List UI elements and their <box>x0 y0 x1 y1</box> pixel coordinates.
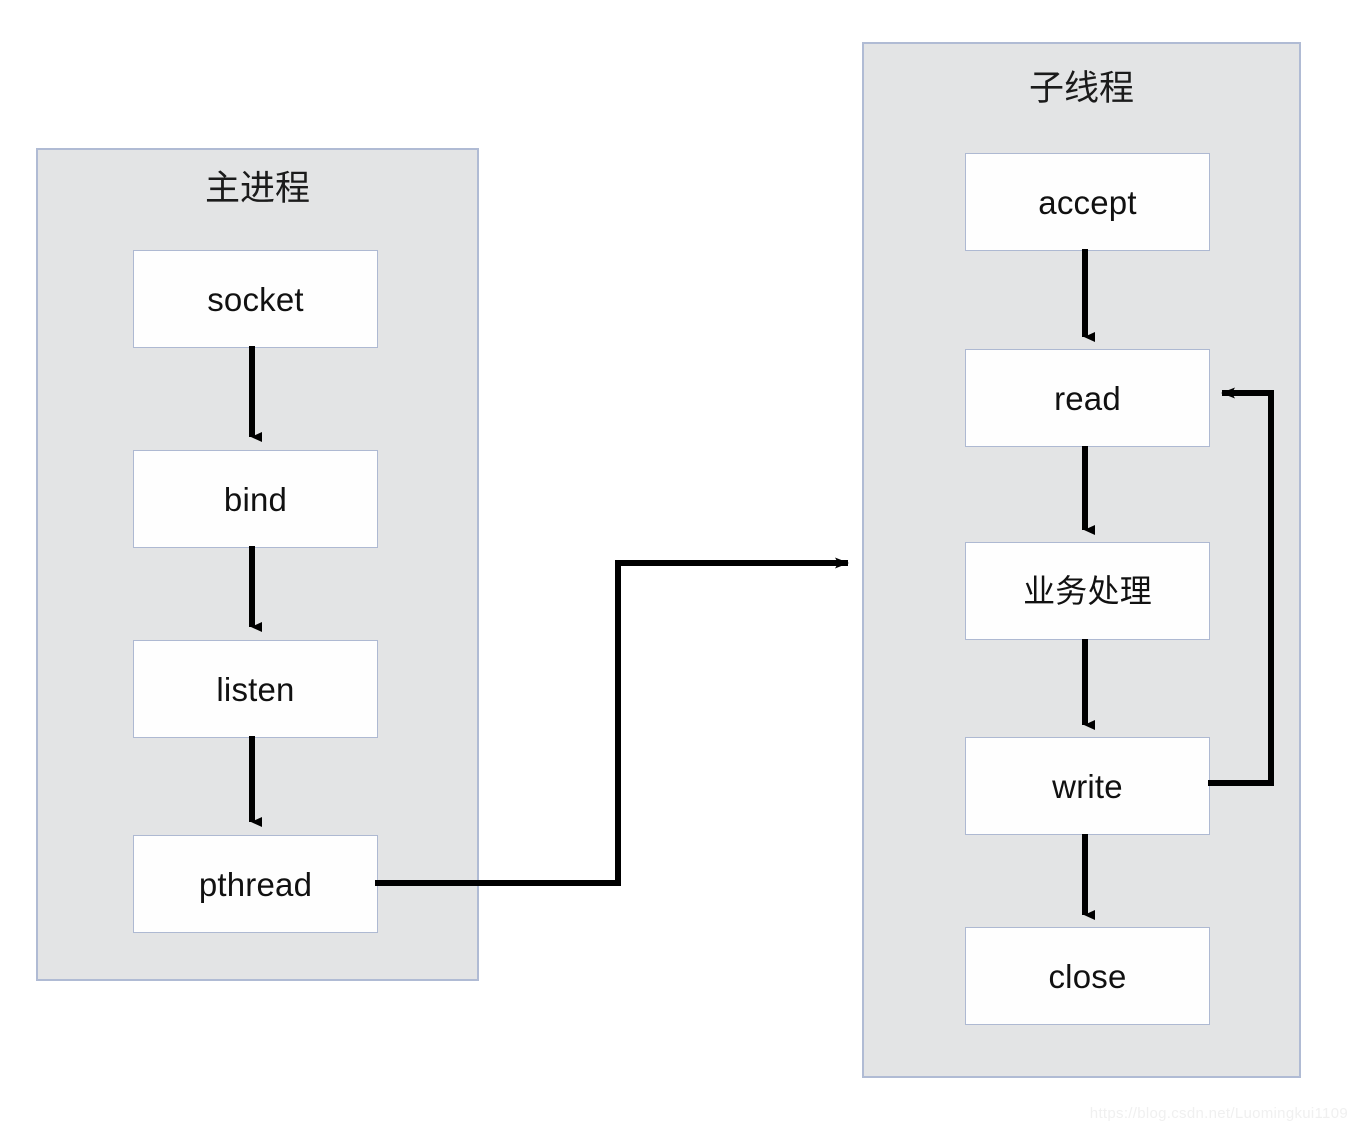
node-listen[interactable]: listen <box>133 640 378 738</box>
node-pthread[interactable]: pthread <box>133 835 378 933</box>
watermark: https://blog.csdn.net/Luomingkui1109 <box>1089 1105 1348 1122</box>
panel-main-process-title: 主进程 <box>204 169 310 209</box>
node-accept[interactable]: accept <box>965 153 1210 251</box>
panel-child-thread-title: 子线程 <box>1028 69 1134 109</box>
node-write[interactable]: write <box>965 737 1210 835</box>
panel-main-process: 主进程 socket bind listen pthread <box>36 148 479 981</box>
node-bind[interactable]: bind <box>133 450 378 548</box>
panel-child-thread: 子线程 accept read 业务处理 write close <box>862 42 1301 1078</box>
node-close[interactable]: close <box>965 927 1210 1025</box>
node-read[interactable]: read <box>965 349 1210 447</box>
node-socket[interactable]: socket <box>133 250 378 348</box>
node-business-processing[interactable]: 业务处理 <box>965 542 1210 640</box>
